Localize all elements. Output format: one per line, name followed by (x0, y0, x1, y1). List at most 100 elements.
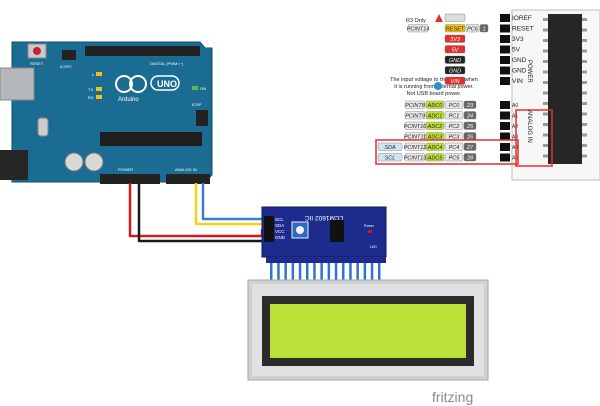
pcf8574-chip (330, 220, 344, 242)
analog-pc-pill (444, 142, 464, 151)
chip-leg (543, 123, 548, 126)
analog-pc-pill-text: PC3 (449, 134, 461, 140)
analog-sig-pill-text: SDA (384, 145, 396, 151)
power-jack (0, 150, 28, 180)
chip-leg (582, 81, 587, 84)
analog-pc-pill-text: PC5 (449, 155, 461, 161)
reset-label: RESET (30, 61, 44, 66)
analog-port-pill (404, 100, 426, 109)
header-port-pill-text: PCINT14 (407, 26, 430, 32)
analog-pin (500, 132, 510, 141)
chip-leg (543, 18, 548, 21)
lcd-pin (270, 263, 273, 281)
analog-num-pill-text: 23 (466, 103, 474, 109)
analog-num-pill-text: 28 (466, 155, 474, 161)
pin-scl-label: SCL (275, 217, 284, 222)
header-func-pill-text: 3V3 (450, 37, 461, 43)
header-pin (500, 24, 510, 33)
analog-pc-pill (444, 111, 464, 120)
analog-header (166, 174, 210, 184)
chip-leg (543, 70, 548, 74)
analog-num-pill-text: 24 (466, 113, 473, 119)
analog-label: ANALOG IN (175, 167, 197, 172)
analog-num-pill (463, 100, 477, 109)
analog-port-pill-text: PCINT13 (404, 155, 428, 161)
lcd-pin (320, 263, 323, 281)
lcd-pin (313, 263, 316, 281)
lcd-pin (298, 263, 302, 281)
analog-adc-pill-text: ADC3 (427, 134, 444, 140)
lcd-pin (284, 263, 287, 281)
lcd-pin (363, 263, 367, 281)
pin-gnd-label: GND (275, 235, 286, 240)
i2c-module: LCM1602 IIC SCL SDA VCC GND Power LED (261, 206, 387, 258)
digital-header (85, 46, 200, 56)
lcd-screen (270, 304, 466, 358)
analog-port-pill-text: PCINT12 (404, 145, 427, 151)
analog-adc-pill (425, 142, 445, 151)
icsp2-label: ICSP2 (60, 64, 72, 69)
brand-label: Arduino (118, 97, 139, 103)
header-chip-pill-text: PC6 (467, 26, 479, 32)
chip-leg (543, 91, 548, 95)
analog-num-pill (463, 153, 477, 162)
arduino-logo: UNO Arduino (115, 75, 180, 103)
analog-pc-pill (444, 121, 464, 130)
header-num-pill-text: 1 (482, 26, 485, 32)
r3-only-label: R3 Only (406, 18, 426, 24)
pinout-chip (548, 14, 582, 164)
lcd-pin (370, 263, 374, 281)
analog-pc-pill-text: PC1 (449, 113, 460, 119)
fritzing-logo: fritzing (432, 389, 473, 405)
header-func-pill-text: VIN (450, 79, 459, 85)
lcd-pin (342, 263, 345, 281)
analog-pin (500, 101, 510, 109)
header-func-pill (444, 24, 466, 33)
analog-pin-label: A0 (512, 103, 518, 109)
capacitor-2 (84, 152, 104, 172)
header-func-pill (444, 34, 466, 43)
arduino-uno-board: RESET ICSP2 DIGITAL (PWM=~) UNO Arduino … (0, 41, 213, 184)
usb-connector (0, 67, 35, 101)
analog-header-highlight (515, 109, 553, 167)
analog-adc-pill (425, 153, 445, 162)
header-func-pill (444, 45, 466, 54)
analog-pin-label: A2 (512, 124, 518, 130)
icsp-header (196, 110, 208, 126)
icsp2-header: ICSP2 (60, 50, 76, 69)
header-func-pill-text: GND (449, 68, 461, 74)
uno-label: UNO (157, 79, 177, 89)
analog-adc-pill (425, 111, 445, 120)
analog-adc-pill-text: ADC4 (427, 145, 443, 151)
chip-leg (582, 133, 587, 137)
power-vertical-label: POWER (526, 60, 532, 83)
analog-sig-pill (377, 142, 403, 151)
led-tx-label: TX (88, 87, 93, 92)
header-pin (500, 14, 510, 22)
lcd-pin (334, 263, 338, 281)
analog-num-pill (463, 121, 477, 130)
chip-leg (543, 39, 548, 42)
lcd-display (247, 279, 489, 381)
chip-leg (582, 154, 587, 158)
atmega-chip (100, 132, 202, 146)
header-pin-label: IOREF (512, 15, 532, 22)
analog-pin-label: A4 (512, 145, 518, 151)
note-line-1: The input voltage to the board when (390, 77, 478, 83)
wire-scl (201, 183, 286, 221)
analog-pin (500, 153, 510, 162)
chip-leg (582, 144, 587, 147)
header-func-pill (444, 55, 466, 64)
chip-leg (543, 28, 548, 32)
analog-num-pill (463, 142, 477, 151)
analog-pin-label: A1 (512, 114, 518, 120)
header-func-pill (444, 13, 466, 22)
analog-adc-pill (425, 121, 445, 130)
chip-leg (582, 28, 587, 32)
analog-pc-pill-text: PC4 (449, 145, 460, 151)
analog-adc-pill-text: ADC0 (427, 103, 444, 109)
module-title: LCM1602 IIC (305, 214, 344, 221)
header-func-pill (444, 76, 466, 85)
analog-port-pill-text: PCINT10 (404, 124, 428, 130)
analog-pc-pill-text: PC0 (449, 103, 461, 109)
